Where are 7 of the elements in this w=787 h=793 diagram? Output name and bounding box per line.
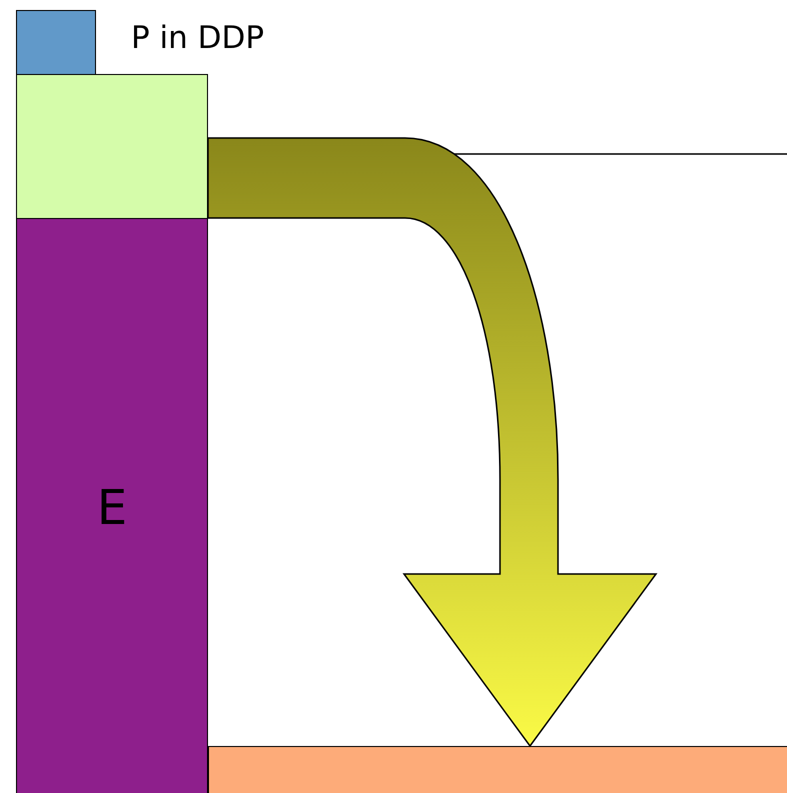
node-label: E (96, 480, 128, 536)
curved-arrow (207, 137, 657, 747)
small-square (16, 10, 96, 75)
base-bar (208, 746, 787, 793)
side-label: P in DDP (131, 20, 264, 56)
tall-bar (16, 218, 208, 793)
light-box (16, 74, 208, 219)
